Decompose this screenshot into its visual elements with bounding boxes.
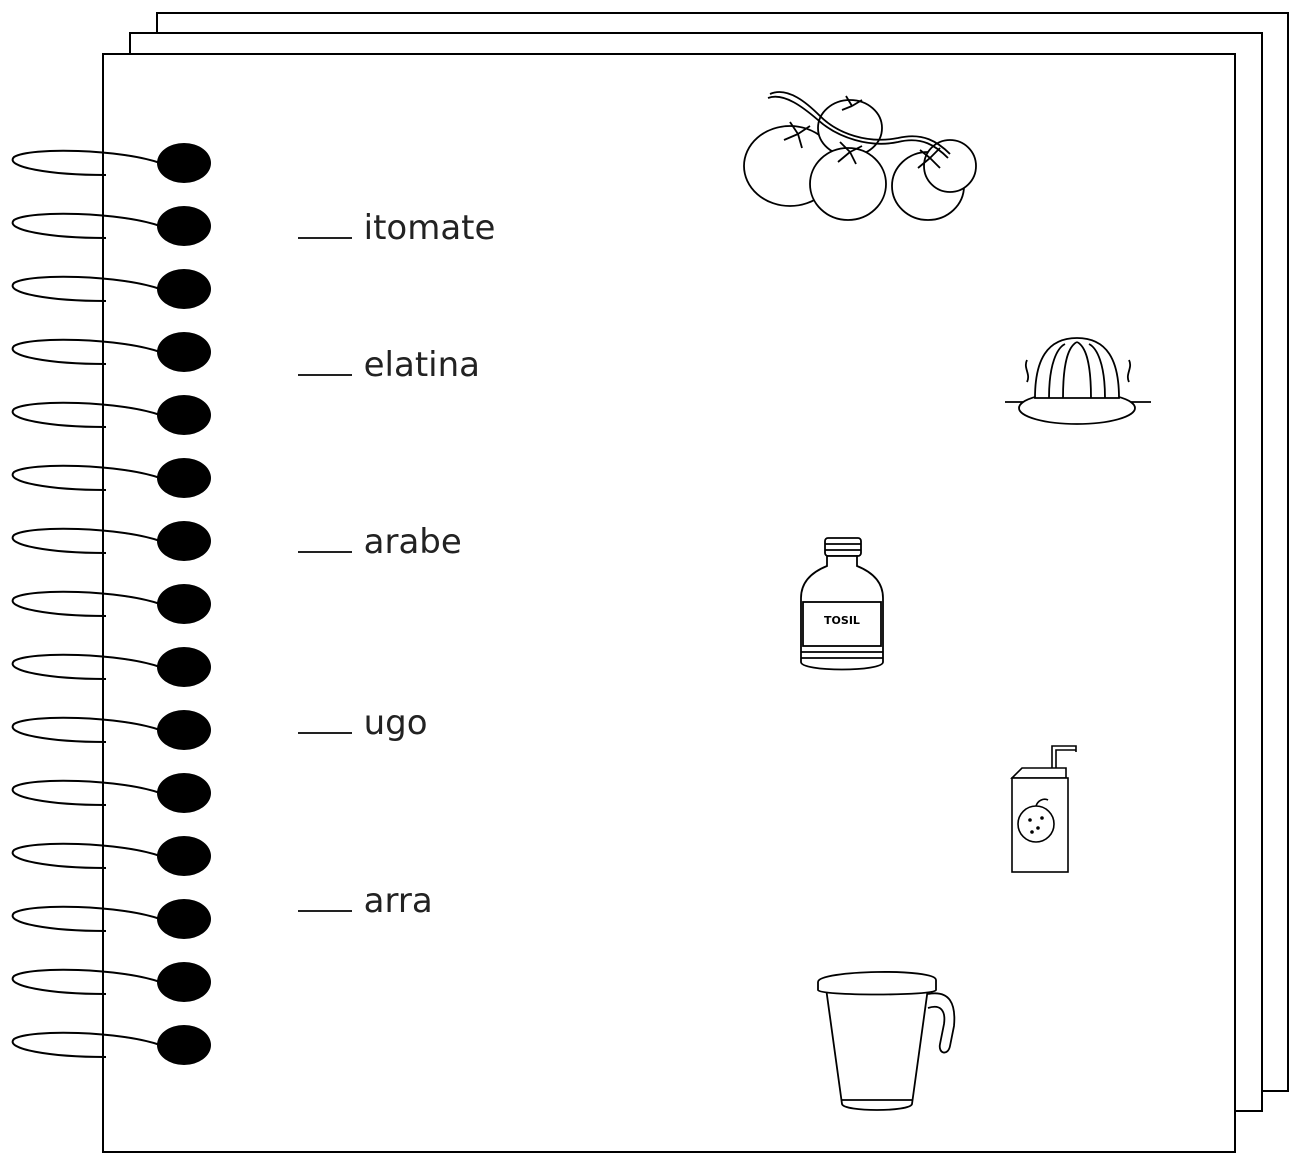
answer-blank[interactable] bbox=[297, 213, 352, 239]
gelatin-icon bbox=[1005, 330, 1153, 436]
word-item-2: elatina bbox=[276, 305, 480, 385]
spiral-ring bbox=[11, 527, 161, 554]
binding-hole bbox=[157, 773, 211, 813]
binding-hole bbox=[157, 1025, 211, 1065]
tomatoes-icon bbox=[738, 86, 983, 226]
binding-hole bbox=[157, 521, 211, 561]
binding-hole bbox=[157, 710, 211, 750]
binding-hole bbox=[157, 458, 211, 498]
spiral-ring bbox=[11, 653, 161, 680]
spiral-ring bbox=[11, 401, 161, 428]
spiral-ring bbox=[11, 212, 161, 239]
word-text: ugo bbox=[363, 703, 428, 743]
binding-hole bbox=[157, 647, 211, 687]
binding-hole bbox=[157, 395, 211, 435]
binding-hole bbox=[157, 962, 211, 1002]
bottle-label: TOSIL bbox=[824, 614, 860, 627]
binding-hole bbox=[157, 899, 211, 939]
spiral-ring bbox=[11, 716, 161, 743]
answer-blank[interactable] bbox=[297, 708, 352, 734]
spiral-ring bbox=[11, 149, 161, 176]
word-item-5: arra bbox=[276, 841, 433, 921]
spiral-ring bbox=[11, 905, 161, 932]
spiral-ring bbox=[11, 338, 161, 365]
word-text: itomate bbox=[363, 208, 496, 248]
spiral-ring bbox=[11, 464, 161, 491]
word-text: arabe bbox=[363, 522, 462, 562]
word-text: arra bbox=[363, 881, 433, 921]
binding-hole bbox=[157, 269, 211, 309]
spiral-binding bbox=[11, 143, 211, 1065]
notebook-page bbox=[102, 53, 1236, 1153]
word-item-4: ugo bbox=[276, 663, 428, 743]
binding-hole bbox=[157, 206, 211, 246]
binding-hole bbox=[157, 332, 211, 372]
spiral-ring bbox=[11, 779, 161, 806]
syrup-bottle-icon: TOSIL bbox=[797, 536, 887, 678]
pitcher-icon bbox=[812, 964, 958, 1114]
answer-blank[interactable] bbox=[297, 350, 352, 376]
word-text: elatina bbox=[363, 345, 480, 385]
binding-hole bbox=[157, 584, 211, 624]
answer-blank[interactable] bbox=[297, 527, 352, 553]
spiral-ring bbox=[11, 1031, 161, 1058]
binding-hole bbox=[157, 836, 211, 876]
juice-box-icon bbox=[1010, 742, 1080, 876]
answer-blank[interactable] bbox=[297, 886, 352, 912]
word-item-3: arabe bbox=[276, 482, 462, 562]
spiral-ring bbox=[11, 590, 161, 617]
spiral-ring bbox=[11, 968, 161, 995]
binding-hole bbox=[157, 143, 211, 183]
spiral-ring bbox=[11, 842, 161, 869]
spiral-ring bbox=[11, 275, 161, 302]
word-item-1: itomate bbox=[276, 168, 495, 248]
